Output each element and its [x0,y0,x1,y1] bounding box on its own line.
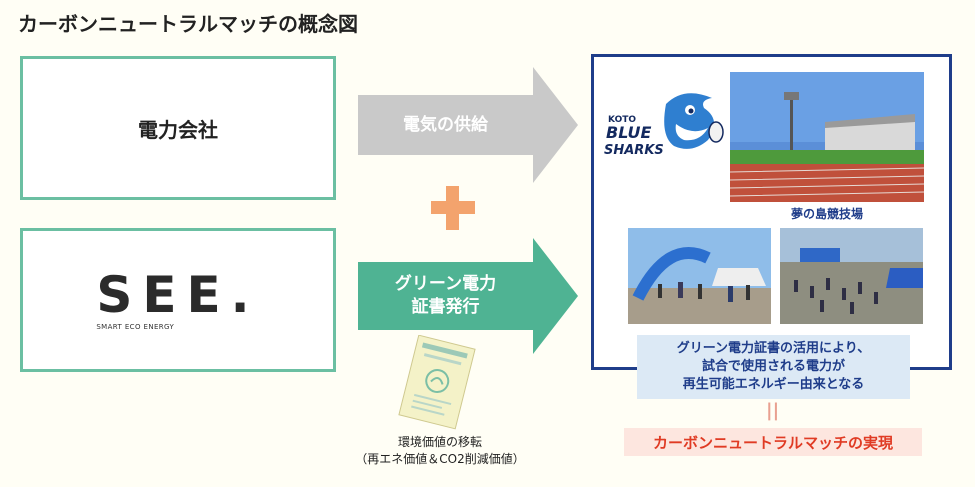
result-line3: 再生可能エネルギー由来となる [682,377,865,393]
see-logo-tagline: SMART ECO ENERGY [96,322,175,331]
carbon-neutral-match-banner: カーボンニュートラルマッチの実現 [624,428,922,456]
result-line2: 試合で使用される電力が [701,358,845,374]
power-company-label: 電力会社 [138,117,218,142]
see-logo-text: SEE. [96,265,260,324]
event-entrance-photo [628,228,771,324]
diagram-title: カーボンニュートラルマッチの概念図 [18,12,358,36]
koto-blue-sharks-logo: KOTO BLUE SHARKS [604,84,726,172]
certificate-image [396,334,478,434]
certificate-caption-line2: （再エネ価値＆CO2削減価値） [355,451,525,466]
equals-symbol: || [766,400,780,421]
see-logo: SEE. SMART ECO ENERGY [96,270,259,331]
plus-icon [431,186,475,230]
result-line1: グリーン電力証書の活用により、 [676,340,871,356]
power-company-box: 電力会社 [20,56,336,200]
green-arrow-label-line2: 証書発行 [411,297,480,317]
green-certificate-arrow: グリーン電力 証書発行 [358,238,578,354]
team-logo-koto: KOTO [608,115,636,125]
supply-arrow: 電気の供給 [358,67,578,183]
supply-arrow-label: 電気の供給 [403,114,488,135]
green-arrow-label-line1: グリーン電力 [394,274,497,295]
certificate-caption: 環境価値の移転 （再エネ価値＆CO2削減価値） [340,434,540,468]
stadium-photo [730,72,924,202]
fan-crowd-photo [780,228,923,324]
team-logo-blue: BLUE [606,123,652,142]
see-box: SEE. SMART ECO ENERGY [20,228,336,372]
stadium-caption: 夢の島競技場 [790,207,863,221]
team-logo-sharks: SHARKS [604,143,664,158]
certificate-caption-line1: 環境価値の移転 [397,435,482,449]
result-description: グリーン電力証書の活用により、 試合で使用される電力が 再生可能エネルギー由来と… [637,335,910,399]
